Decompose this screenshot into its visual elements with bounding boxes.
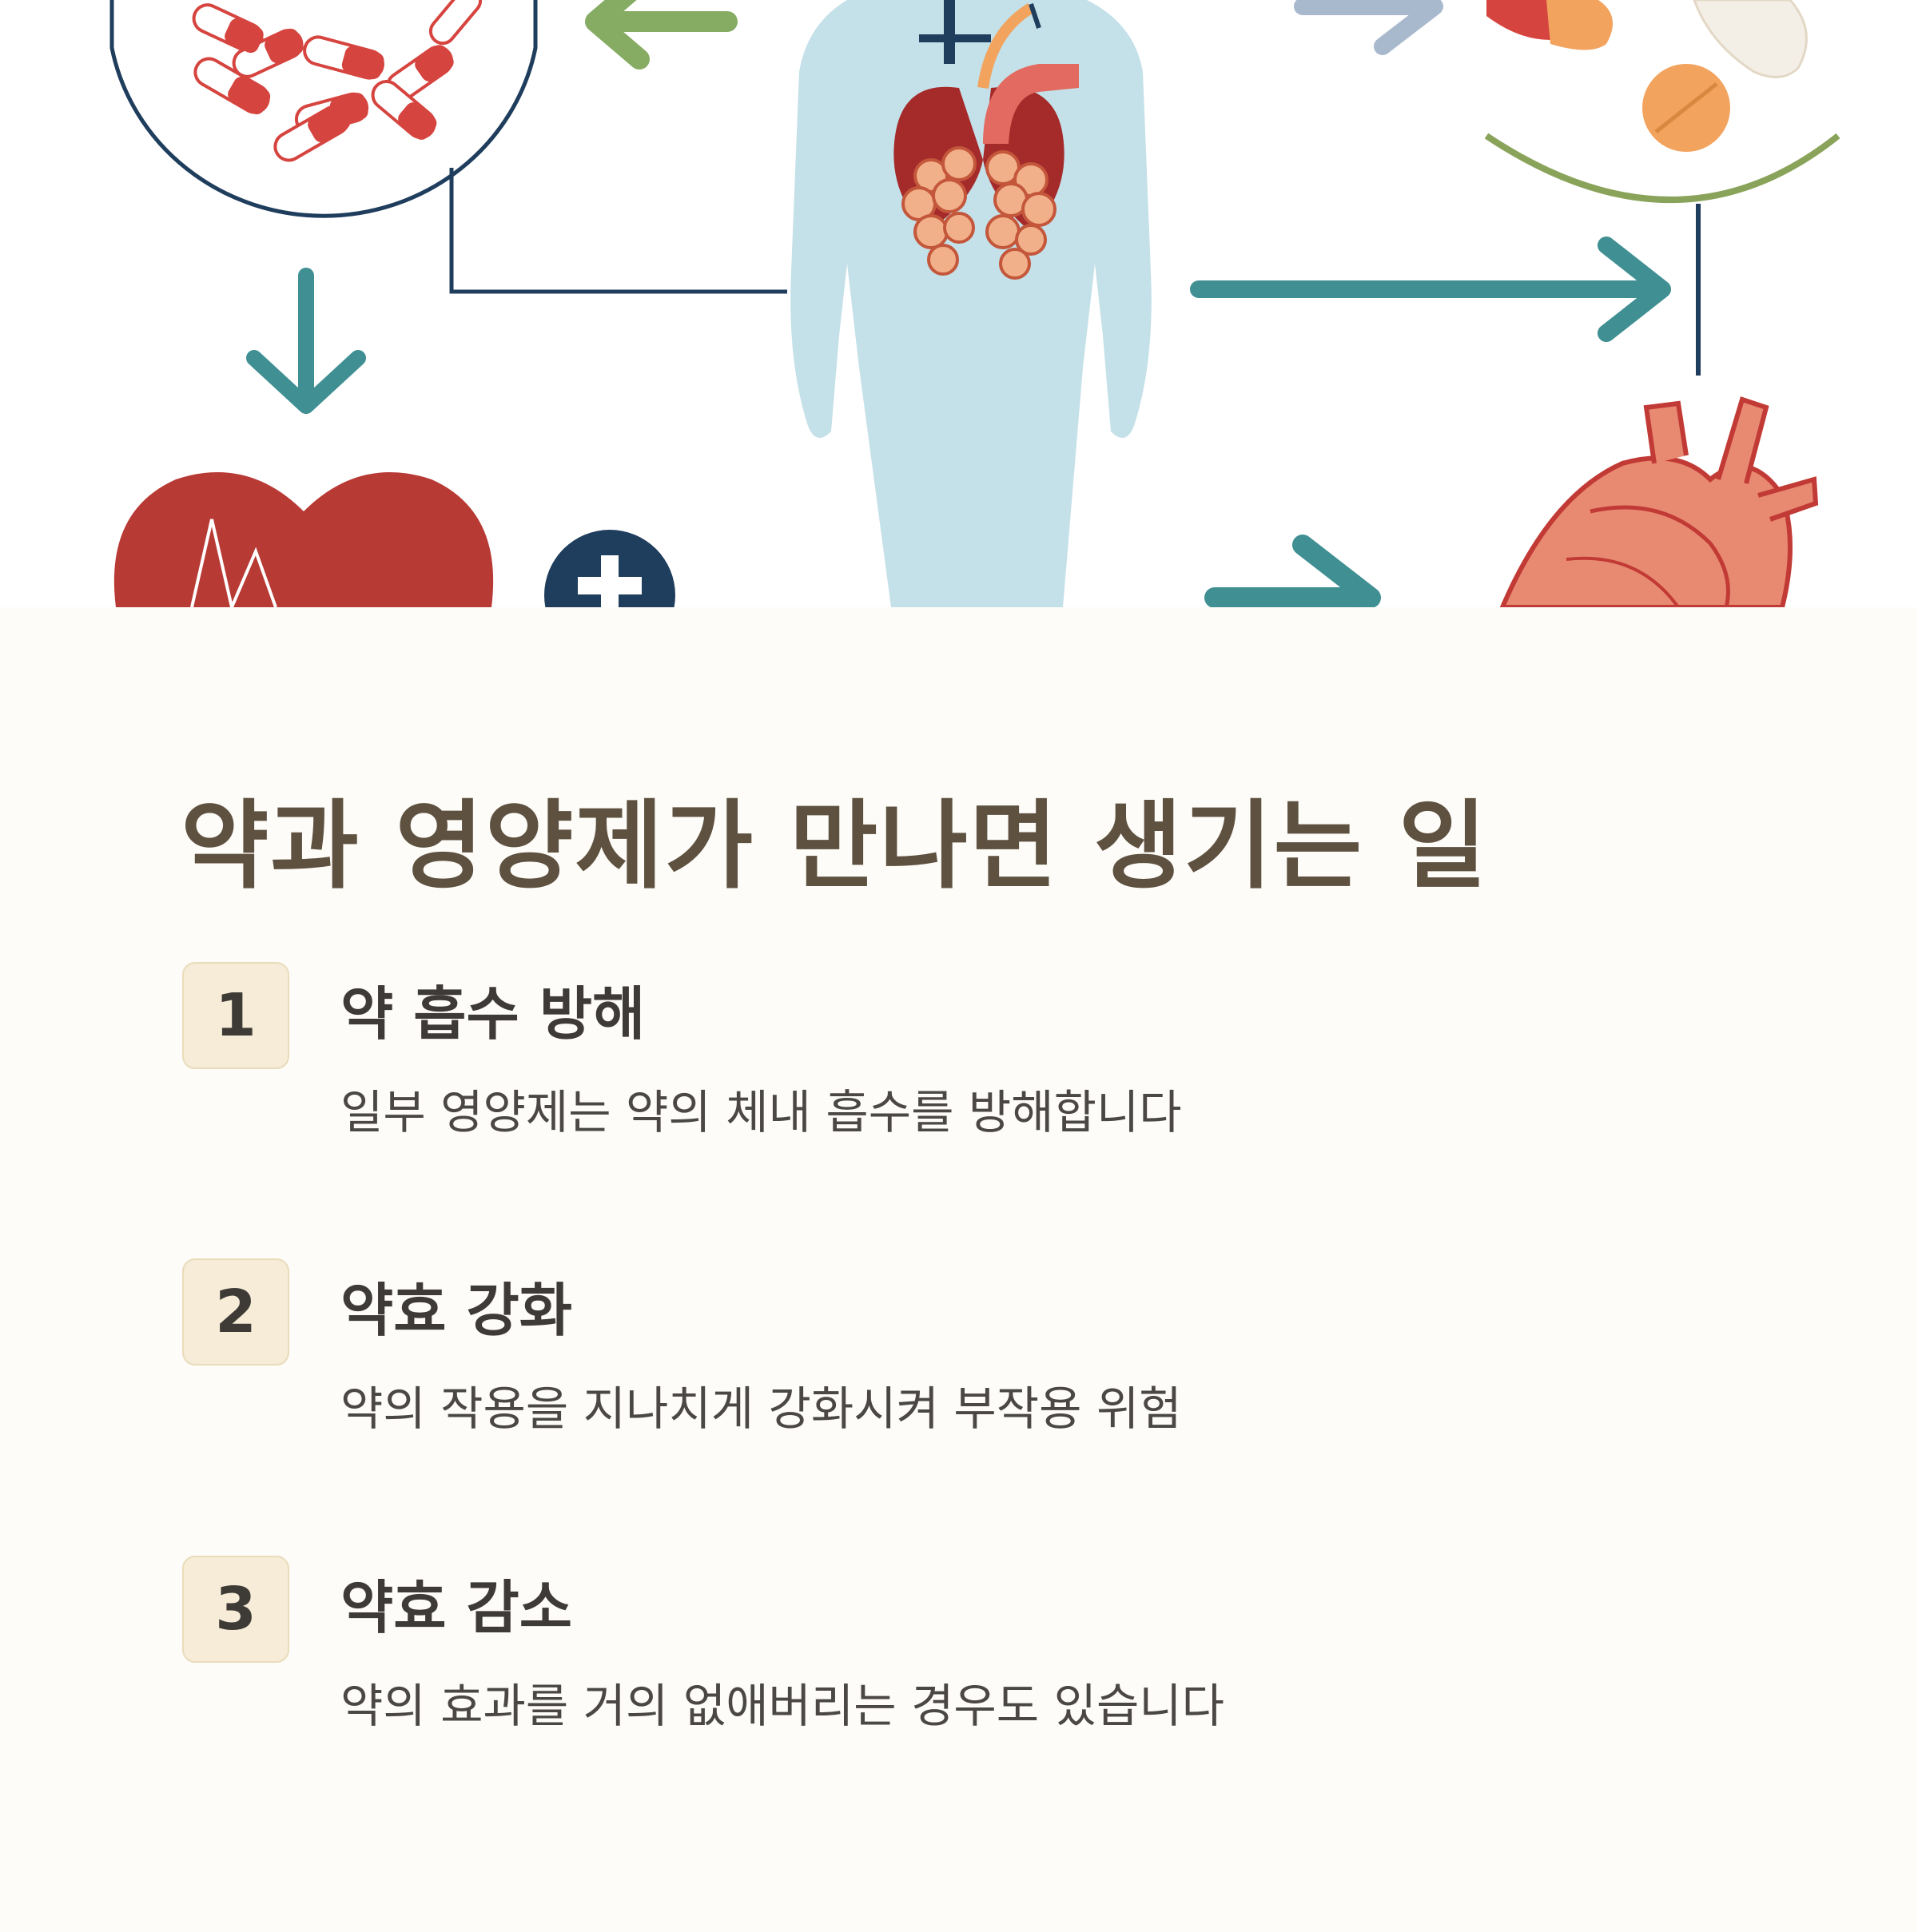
content-section: 약과 영양제가 만나면 생기는 일 1 약 흡수 방해 일부 영양제는 약의 체…: [0, 607, 1918, 1932]
medical-plus-icon: [544, 530, 675, 607]
item-description: 약의 작용을 지나치게 강화시켜 부작용 위험: [340, 1381, 1182, 1436]
heart-lungs-icon: [893, 0, 1079, 280]
item-title: 약효 강화: [340, 1277, 573, 1344]
list-item: 2 약효 강화 약의 작용을 지나치게 강화시켜 부작용 위험: [182, 1258, 1701, 1498]
number-badge: 1: [182, 962, 289, 1069]
arrow-right-icon: [1294, 0, 1443, 55]
hero-illustration: [0, 0, 1918, 607]
item-title: 약 흡수 방해: [340, 980, 646, 1047]
number-badge: 3: [182, 1556, 289, 1663]
connector-line-icon: [449, 168, 787, 294]
page-title: 약과 영양제가 만나면 생기는 일: [181, 791, 1489, 902]
capsule-icon: [1486, 0, 1613, 50]
heartbeat-heart-icon: [113, 472, 494, 607]
item-title: 약효 감소: [340, 1574, 573, 1641]
tablet-icon: [1642, 64, 1730, 152]
list-item: 3 약효 감소 약의 효과를 거의 없애버리는 경우도 있습니다: [182, 1556, 1701, 1795]
arrow-right-long-icon: [1190, 237, 1671, 342]
arrow-down-icon: [246, 268, 366, 414]
bowl-curve-icon: [1484, 133, 1840, 376]
anatomical-heart-icon: [1499, 396, 1819, 607]
list-item: 1 약 흡수 방해 일부 영양제는 약의 체내 흡수를 방해합니다: [182, 962, 1701, 1202]
arrow-right-bottom-icon: [1204, 535, 1381, 607]
item-description: 약의 효과를 거의 없애버리는 경우도 있습니다: [340, 1679, 1225, 1733]
item-description: 일부 영양제는 약의 체내 흡수를 방해합니다: [340, 1085, 1182, 1139]
tablet-texture-icon: [1693, 0, 1808, 78]
pills-circle-icon: [109, 0, 538, 218]
arrow-left-icon: [585, 0, 738, 70]
illustration-canvas: [0, 0, 1918, 607]
number-badge: 2: [182, 1258, 289, 1366]
